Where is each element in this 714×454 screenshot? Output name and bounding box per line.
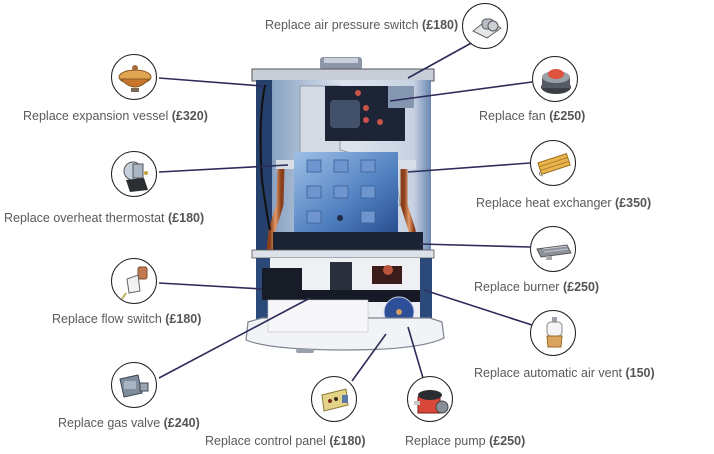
part-label-control-panel: Replace control panel (£180) xyxy=(205,434,366,448)
leader-line-pump xyxy=(407,326,424,379)
leader-line-flow-switch xyxy=(158,282,263,290)
leader-line-expansion-vessel xyxy=(158,77,263,87)
part-label-gas-valve: Replace gas valve (£240) xyxy=(58,416,200,430)
part-label-air-pressure-switch: Replace air pressure switch (£180) xyxy=(265,18,459,32)
leader-lines xyxy=(158,35,533,382)
expansion-vessel-icon[interactable] xyxy=(111,54,157,100)
part-label-overheat-thermostat: Replace overheat thermostat (£180) xyxy=(4,211,205,225)
part-label-automatic-air-vent: Replace automatic air vent (150) xyxy=(474,366,655,380)
part-label-flow-switch: Replace flow switch (£180) xyxy=(52,312,202,326)
air-vent-icon[interactable] xyxy=(530,310,576,356)
leader-line-fan xyxy=(389,81,533,102)
thermostat-icon[interactable] xyxy=(111,151,157,197)
leader-line-overheat-thermostat xyxy=(158,164,289,173)
leader-line-automatic-air-vent xyxy=(423,289,533,326)
control-panel-icon[interactable] xyxy=(311,376,357,422)
heat-exchanger-icon[interactable] xyxy=(530,140,576,186)
leader-line-burner xyxy=(419,243,531,248)
part-label-fan: Replace fan (£250) xyxy=(479,109,586,123)
burner-icon[interactable] xyxy=(530,226,576,272)
flue-outlet xyxy=(320,57,362,70)
part-label-heat-exchanger: Replace heat exchanger (£350) xyxy=(476,196,652,210)
leader-line-control-panel xyxy=(351,333,387,382)
part-label-expansion-vessel: Replace expansion vessel (£320) xyxy=(23,109,208,123)
air-pressure-switch-icon[interactable] xyxy=(462,3,508,49)
leader-line-heat-exchanger xyxy=(407,162,531,173)
pump-icon[interactable] xyxy=(407,376,453,422)
flow-switch-icon[interactable] xyxy=(111,258,157,304)
part-label-burner: Replace burner (£250) xyxy=(474,280,600,294)
part-label-pump: Replace pump (£250) xyxy=(405,434,526,448)
boiler-casing xyxy=(245,68,445,353)
gas-valve-icon[interactable] xyxy=(111,362,157,408)
fan-icon[interactable] xyxy=(532,56,578,102)
leader-line-gas-valve xyxy=(158,297,311,379)
